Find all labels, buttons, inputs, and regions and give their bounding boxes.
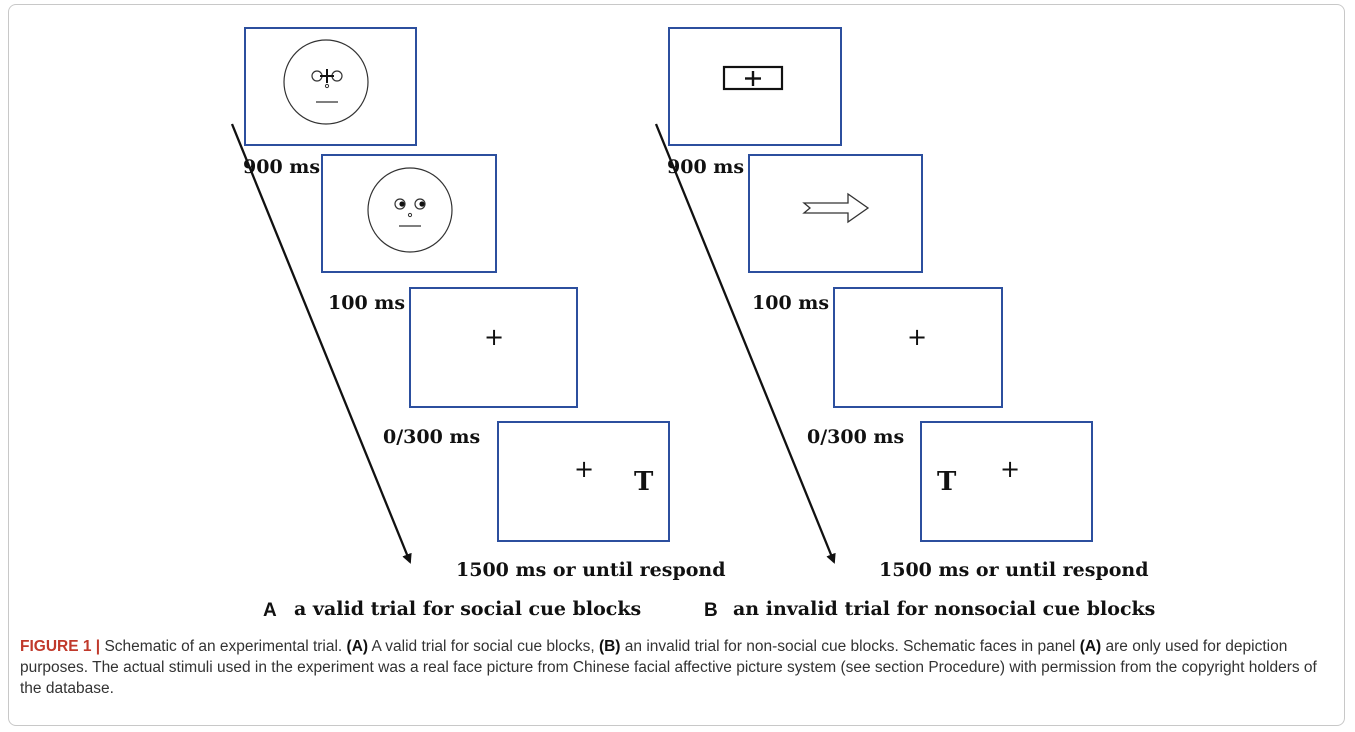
panel-b-screen-1 [668, 27, 842, 146]
figure-caption: FIGURE 1 | Schematic of an experimental … [20, 636, 1335, 699]
figure-frame [8, 4, 1345, 726]
caption-text: A valid trial for social cue blocks, [368, 638, 599, 655]
panel-b-duration-3: 0/300 ms [807, 426, 905, 448]
panel-b-duration-1: 900 ms [667, 156, 745, 178]
face-neutral-icon [283, 39, 369, 125]
caption-text: an invalid trial for non-social cue bloc… [620, 638, 1080, 655]
panel-a-title: a valid trial for social cue blocks [294, 598, 642, 620]
fixation-box-icon [722, 65, 784, 91]
panel-b-screen-2 [748, 154, 923, 273]
caption-text: are only used for depiction purposes. Th… [20, 638, 1317, 697]
caption-ref-a: (A) [1079, 638, 1102, 655]
panel-a-duration-2: 100 ms [328, 292, 406, 314]
caption-ref-a: (A) [346, 638, 369, 655]
fixation-cross: + [907, 323, 928, 351]
panel-a-duration-1: 900 ms [243, 156, 321, 178]
panel-b-duration-2: 100 ms [752, 292, 830, 314]
target-letter: T [937, 467, 957, 497]
fixation-cross: + [1000, 455, 1021, 483]
fixation-cross: + [574, 455, 595, 483]
fixation-cross: + [484, 323, 505, 351]
timeline-arrow-icon [654, 123, 836, 564]
panel-b-duration-4: 1500 ms or until respond [879, 559, 1149, 581]
panel-a-letter: A [263, 600, 277, 621]
panel-a-screen-3: + [409, 287, 578, 408]
caption-label: FIGURE 1 | [20, 638, 101, 655]
timeline-arrow-icon [230, 123, 412, 564]
panel-a-screen-2 [321, 154, 497, 273]
caption-ref-b: (B) [598, 638, 621, 655]
panel-a-screen-1 [244, 27, 417, 146]
arrow-right-icon [802, 192, 870, 224]
caption-text: Schematic of an experimental trial. [100, 638, 347, 655]
face-gaze-right-icon [367, 167, 453, 253]
panel-a-duration-3: 0/300 ms [383, 426, 481, 448]
panel-b-screen-4: T + [920, 421, 1093, 542]
panel-a-screen-4: + T [497, 421, 670, 542]
target-letter: T [634, 467, 654, 497]
panel-b-letter: B [704, 600, 718, 621]
panel-a-duration-4: 1500 ms or until respond [456, 559, 726, 581]
panel-b-screen-3: + [833, 287, 1003, 408]
panel-b-title: an invalid trial for nonsocial cue block… [733, 598, 1156, 620]
